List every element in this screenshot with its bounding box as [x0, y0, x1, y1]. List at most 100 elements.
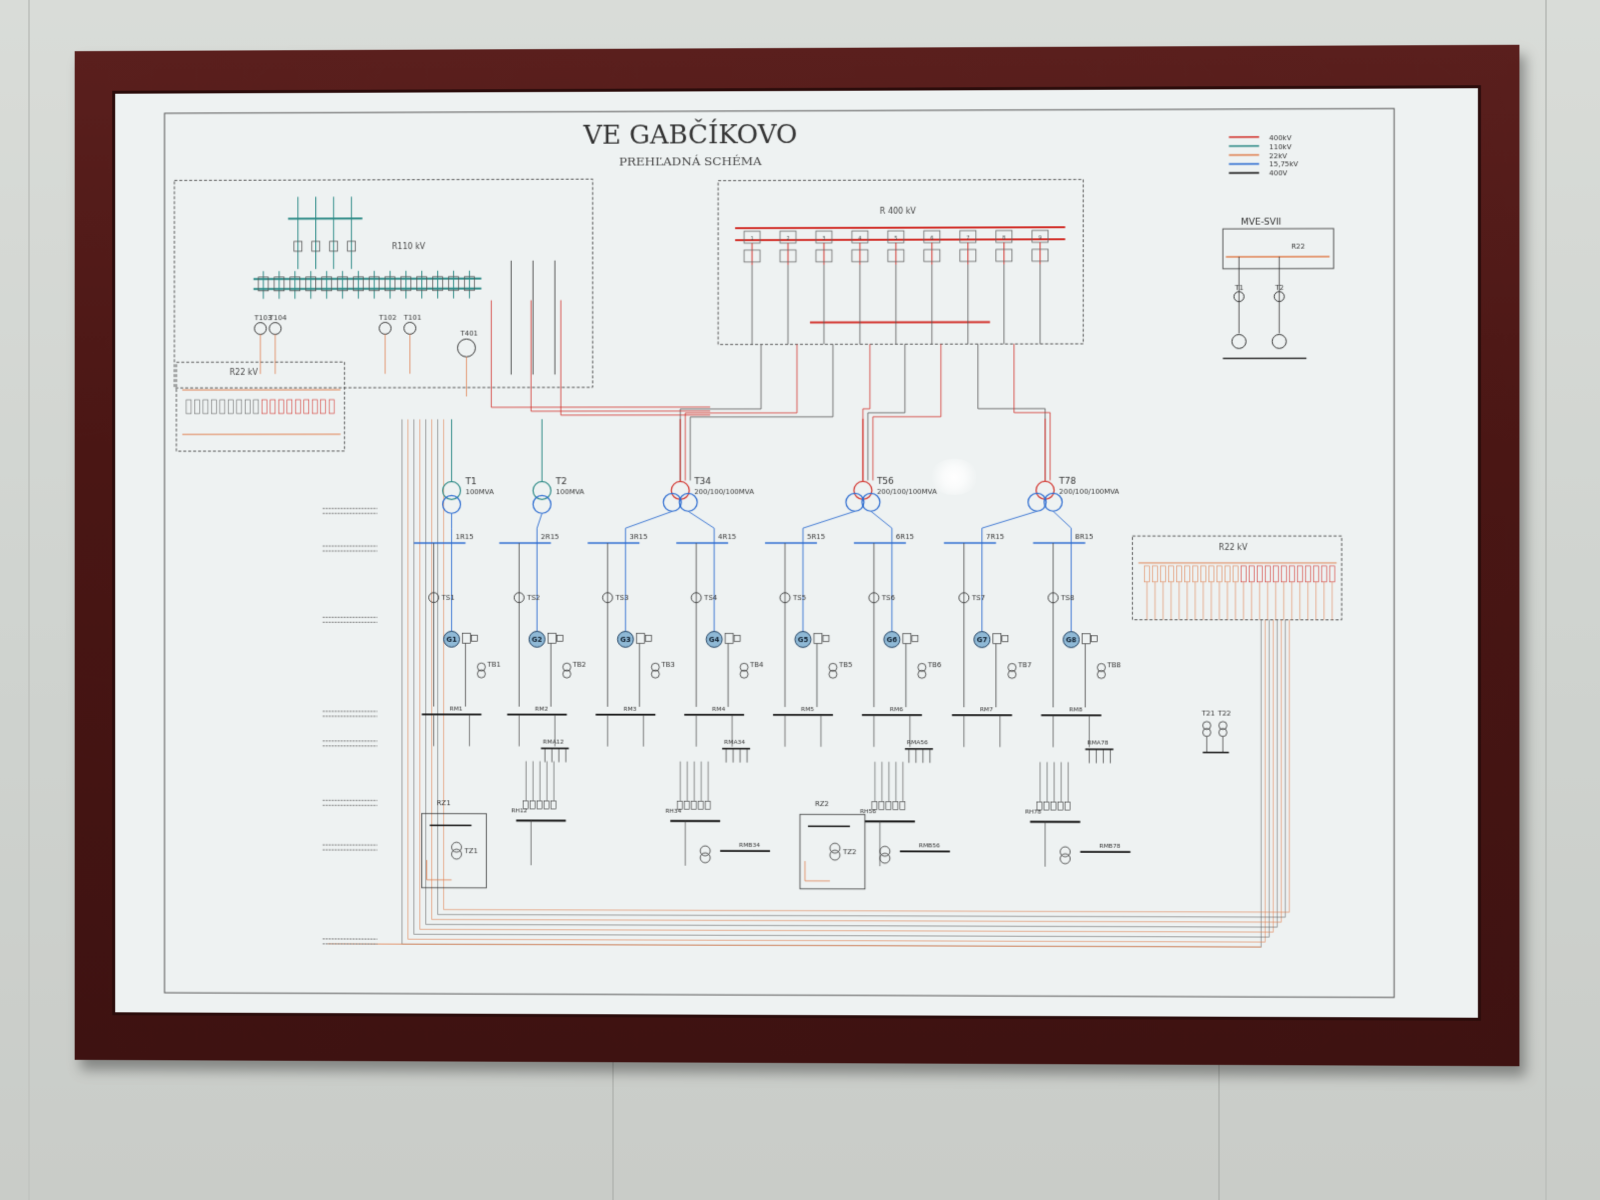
breaker-box [544, 801, 549, 809]
feeder-line [871, 511, 892, 543]
cable-line [414, 418, 1269, 937]
breaker-box [537, 801, 542, 809]
transformer-winding [663, 493, 681, 511]
transformer-label: TB7 [1017, 661, 1032, 669]
generator-label: G4 [709, 636, 720, 644]
bus-label: 6R15 [896, 533, 914, 541]
transformer-name: T78 [1058, 477, 1076, 487]
bay-box [296, 400, 301, 414]
switchboard-label: RZ1 [437, 800, 451, 808]
transformer-label: TB6 [927, 661, 942, 669]
picture-frame: VE GABČÍKOVO PREHĽADNÁ SCHÉMA 400kV110kV… [75, 45, 1520, 1066]
transformer-label: T1 [1234, 284, 1244, 292]
bay-box [1281, 566, 1286, 582]
cable-line [978, 344, 1045, 480]
transformer-label: TS2 [526, 594, 540, 602]
bus-label: 3R15 [630, 533, 648, 541]
transformer-name: T1 [464, 478, 476, 488]
cable-line [402, 418, 1261, 947]
transformer-winding [443, 496, 461, 514]
breaker-box [886, 802, 891, 810]
legend: 400kV110kV22kV15,75kV400V [1229, 134, 1299, 178]
row-labels [323, 508, 377, 944]
exciter-box [912, 636, 918, 642]
breaker-box [684, 801, 689, 809]
bay-box [1305, 566, 1310, 582]
switchboard-label: RM7 [980, 706, 993, 713]
feeder-line [688, 511, 714, 543]
bus-label: 5R15 [807, 533, 825, 541]
legend-label: 22kV [1269, 152, 1287, 160]
cable-line [805, 861, 830, 881]
switchboard-label: RM6 [890, 706, 903, 713]
bay-box [1193, 566, 1198, 582]
transformer-label: T102 [378, 313, 396, 321]
transformer-label: TS1 [441, 594, 455, 602]
bay-box [228, 400, 233, 414]
transformer-rating: 200/100/100MVA [877, 488, 937, 496]
transformer-name: T34 [693, 477, 711, 487]
transformer-label: TS4 [703, 594, 718, 602]
transformer-winding [1028, 493, 1046, 511]
bus-line [735, 239, 1065, 240]
diagram-subtitle: PREHĽADNÁ SCHÉMA [619, 154, 762, 168]
transformer-label: T401 [460, 330, 478, 338]
breaker-box [698, 801, 703, 809]
transformer-name: T56 [876, 477, 894, 487]
transformer-name: T2 [555, 478, 567, 488]
transformer-winding [1036, 481, 1054, 499]
r22-right-bays [1138, 563, 1336, 620]
bus-label: 7R15 [986, 533, 1004, 541]
legend-label: 15,75kV [1269, 161, 1298, 169]
bay-box [186, 400, 191, 414]
breaker-box [1058, 802, 1063, 810]
bus-line [735, 227, 1065, 228]
transformer-label: T2 [1274, 284, 1284, 292]
r22-left-area [176, 362, 344, 451]
t21-t22: T21T22 [1201, 709, 1231, 752]
exciter-box [557, 635, 563, 641]
transformer-icon [452, 849, 462, 859]
bay-box [253, 400, 258, 414]
breaker-box [691, 801, 696, 809]
exciter-box [823, 635, 829, 641]
transformer-winding [854, 481, 872, 499]
transformer-winding [846, 493, 864, 511]
bay-number: 3 [822, 236, 825, 242]
wall-seam [612, 1060, 614, 1200]
bay-box [1297, 566, 1302, 582]
bay-box [262, 400, 267, 414]
breaker-box [1051, 802, 1056, 810]
switchboard-label: RM4 [712, 706, 725, 713]
bay-box [211, 400, 216, 414]
transformer-label: TB1 [486, 661, 500, 669]
bay-box [1153, 566, 1158, 582]
switchboard-label: RM2 [535, 706, 548, 713]
transformer-label: TB5 [838, 661, 853, 669]
switchboard-label: RMB78 [1099, 843, 1120, 850]
transformer-label: TS3 [615, 594, 629, 602]
bay-box [321, 400, 326, 414]
transformer-winding [671, 482, 689, 500]
r22-left-label: R22 kV [230, 368, 259, 377]
transformer-icon [404, 322, 416, 334]
generator-icon [1272, 334, 1286, 348]
r22-right-label: R22 kV [1219, 543, 1248, 552]
transformer-label: TS8 [1060, 594, 1074, 602]
bus-label: 1R15 [456, 533, 474, 541]
exciter-box [993, 634, 1001, 644]
bay-number: 9 [1039, 235, 1042, 241]
exciter-box [645, 635, 651, 641]
switchboard-label: RMA56 [907, 739, 928, 746]
bay-number: 1 [750, 236, 753, 242]
breaker-box [893, 802, 898, 810]
generator-icon [1232, 335, 1246, 349]
bus-line [253, 279, 481, 280]
bay-box [1161, 566, 1166, 582]
transformer-icon [254, 323, 266, 335]
wall-seam [1218, 1060, 1220, 1200]
r110-bays [258, 196, 554, 375]
bay-box [279, 400, 284, 414]
bay-box [1185, 566, 1190, 582]
poster: VE GABČÍKOVO PREHĽADNÁ SCHÉMA 400kV110kV… [112, 85, 1481, 1021]
